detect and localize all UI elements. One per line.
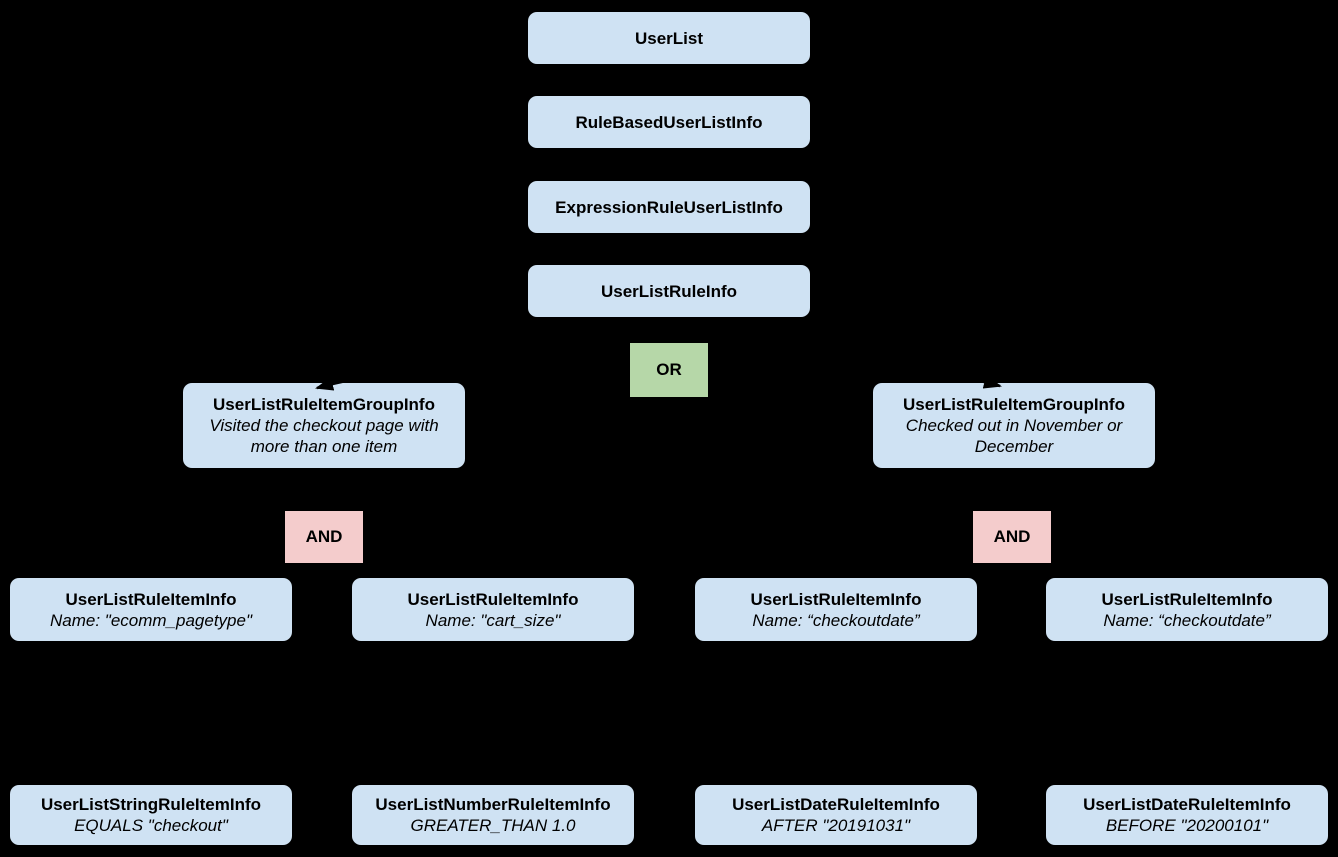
node-label: ExpressionRuleUserListInfo — [555, 197, 783, 217]
node-description: Name: "ecomm_pagetype" — [50, 610, 252, 630]
node-rule-item-checkoutdate-2: UserListRuleItemInfo Name: “checkoutdate… — [1046, 578, 1328, 641]
node-rule-item-ecomm-pagetype: UserListRuleItemInfo Name: "ecomm_pagety… — [10, 578, 292, 641]
node-title: UserListDateRuleItemInfo — [732, 795, 940, 814]
node-title: UserListDateRuleItemInfo — [1083, 795, 1291, 814]
node-title: UserListRuleItemInfo — [750, 589, 922, 609]
node-rule-item-cart-size: UserListRuleItemInfo Name: "cart_size" — [352, 578, 634, 641]
node-userlistruleinfo: UserListRuleInfo — [528, 265, 810, 317]
node-description: Checked out in November or December — [905, 416, 1123, 456]
and-operator-label: AND — [993, 527, 1031, 546]
node-title: UserListRuleItemInfo — [407, 589, 579, 609]
node-description: AFTER "20191031" — [761, 816, 911, 835]
node-description: Name: “checkoutdate” — [1103, 610, 1271, 630]
node-title: UserListStringRuleItemInfo — [40, 795, 262, 814]
node-description: EQUALS "checkout" — [74, 816, 228, 835]
node-rule-item-checkoutdate-1: UserListRuleItemInfo Name: “checkoutdate… — [695, 578, 977, 641]
and-operator-box-right: AND — [973, 511, 1051, 563]
node-label: UserList — [634, 28, 704, 48]
and-operator-label: AND — [305, 527, 343, 546]
node-description: GREATER_THAN 1.0 — [410, 816, 576, 835]
node-string-rule-item: UserListStringRuleItemInfo EQUALS "check… — [10, 785, 292, 845]
node-rulebaseduserlistinfo: RuleBasedUserListInfo — [528, 96, 810, 148]
node-description: Name: "cart_size" — [425, 610, 561, 630]
and-operator-box-left: AND — [285, 511, 363, 563]
node-title: UserListRuleItemGroupInfo — [903, 395, 1125, 414]
node-label: UserListRuleInfo — [600, 281, 738, 301]
node-label: RuleBasedUserListInfo — [575, 112, 763, 132]
node-description: BEFORE "20200101" — [1105, 816, 1269, 835]
node-userlist: UserList — [528, 12, 810, 64]
node-description: Visited the checkout page with more than… — [209, 416, 439, 456]
node-date-rule-item-before: UserListDateRuleItemInfo BEFORE "2020010… — [1046, 785, 1328, 845]
node-rule-item-group-left: UserListRuleItemGroupInfo Visited the ch… — [183, 383, 465, 468]
or-operator-box: OR — [630, 343, 708, 397]
node-number-rule-item: UserListNumberRuleItemInfo GREATER_THAN … — [352, 785, 634, 845]
node-title: UserListRuleItemInfo — [1101, 589, 1273, 609]
node-title: UserListRuleItemInfo — [65, 589, 237, 609]
node-date-rule-item-after: UserListDateRuleItemInfo AFTER "20191031… — [695, 785, 977, 845]
node-expressionruleuserlistinfo: ExpressionRuleUserListInfo — [528, 181, 810, 233]
node-title: UserListRuleItemGroupInfo — [213, 395, 435, 414]
node-description: Name: “checkoutdate” — [752, 610, 920, 630]
node-title: UserListNumberRuleItemInfo — [375, 795, 611, 814]
or-operator-label: OR — [656, 360, 682, 379]
node-rule-item-group-right: UserListRuleItemGroupInfo Checked out in… — [873, 383, 1155, 468]
